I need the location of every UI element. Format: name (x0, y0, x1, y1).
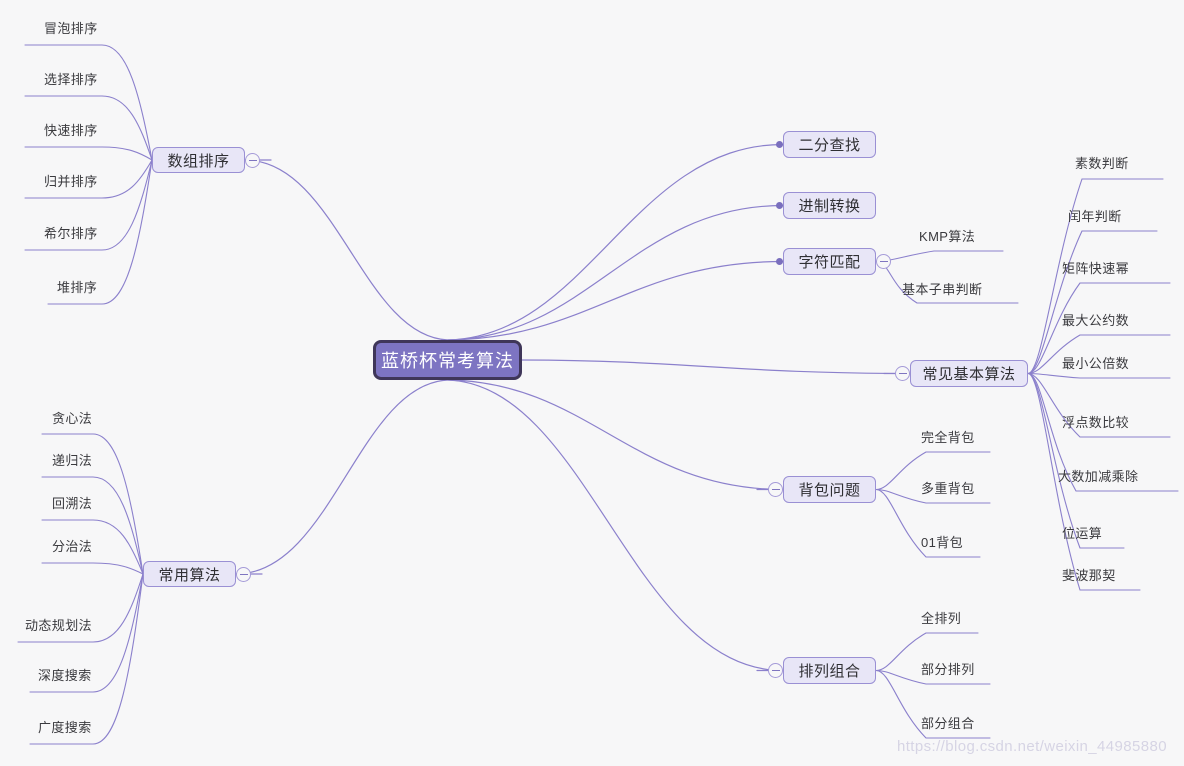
mindmap-leaf-label: 动态规划法 (25, 618, 93, 633)
mindmap-branch-label: 数组排序 (167, 152, 230, 170)
mindmap-leaf-label: 分治法 (52, 539, 93, 554)
mindmap-leaf-label: 浮点数比较 (1062, 415, 1130, 430)
mindmap-leaf-label: 冒泡排序 (44, 21, 98, 36)
mindmap-branch-string-match[interactable]: 字符匹配 (783, 248, 876, 275)
mindmap-branch-label: 字符匹配 (798, 254, 861, 271)
mindmap-branch-label: 进制转换 (798, 198, 861, 215)
collapse-toggle-icon[interactable] (245, 152, 260, 168)
mindmap-leaf-node[interactable]: KMP算法 (919, 226, 975, 245)
mindmap-leaf-node[interactable]: 贪心法 (52, 408, 92, 427)
collapse-toggle-icon[interactable] (768, 482, 783, 497)
mindmap-leaf-label: 最小公倍数 (1062, 356, 1130, 371)
mindmap-leaf-label: 斐波那契 (1062, 568, 1116, 583)
mindmap-leaf-label: 多重背包 (921, 481, 975, 496)
mindmap-leaf-node[interactable]: 堆排序 (57, 277, 97, 296)
mindmap-branch-array-sort[interactable]: 数组排序 (152, 147, 245, 173)
mindmap-leaf-node[interactable]: 深度搜索 (38, 665, 92, 684)
connector-dot-icon (776, 258, 783, 265)
mindmap-branch-label: 背包问题 (798, 482, 861, 499)
collapse-toggle-icon[interactable] (236, 566, 251, 582)
mindmap-branch-binary-search[interactable]: 二分查找 (783, 131, 876, 158)
mindmap-branch-common-algorithms[interactable]: 常用算法 (143, 561, 236, 587)
mindmap-leaf-node[interactable]: 分治法 (52, 536, 92, 555)
mindmap-leaf-node[interactable]: 闰年判断 (1068, 206, 1122, 225)
mindmap-leaf-node[interactable]: 快速排序 (44, 120, 98, 139)
mindmap-leaf-node[interactable]: 全排列 (921, 608, 961, 627)
mindmap-leaf-label: 贪心法 (52, 411, 93, 426)
mindmap-leaf-label: 广度搜索 (38, 720, 92, 735)
mindmap-root-node[interactable]: 蓝桥杯常考算法 (373, 340, 522, 380)
mindmap-leaf-label: 01背包 (921, 535, 964, 550)
mindmap-leaf-label: 素数判断 (1075, 156, 1129, 171)
mindmap-leaf-label: KMP算法 (919, 229, 976, 244)
mindmap-leaf-label: 快速排序 (44, 123, 98, 138)
mindmap-leaf-label: 归并排序 (44, 174, 98, 189)
mindmap-leaf-label: 全排列 (921, 611, 962, 626)
mindmap-branch-knapsack[interactable]: 背包问题 (783, 476, 876, 503)
mindmap-leaf-node[interactable]: 位运算 (1062, 523, 1102, 542)
mindmap-leaf-node[interactable]: 大数加减乘除 (1058, 466, 1138, 485)
connector-dot-icon (776, 202, 783, 209)
mindmap-leaf-node[interactable]: 多重背包 (921, 478, 975, 497)
mindmap-leaf-node[interactable]: 01背包 (921, 532, 963, 551)
watermark-text: https://blog.csdn.net/weixin_44985880 (897, 738, 1167, 755)
mindmap-leaf-node[interactable]: 回溯法 (52, 493, 92, 512)
mindmap-leaf-label: 最大公约数 (1062, 313, 1130, 328)
collapse-toggle-icon[interactable] (876, 254, 891, 269)
mindmap-leaf-node[interactable]: 归并排序 (44, 171, 98, 190)
mindmap-leaf-label: 回溯法 (52, 496, 93, 511)
mindmap-branch-common-basic[interactable]: 常见基本算法 (910, 360, 1028, 387)
mindmap-leaf-label: 选择排序 (44, 72, 98, 87)
mindmap-leaf-node[interactable]: 部分组合 (921, 713, 975, 732)
mindmap-leaf-label: 部分组合 (921, 716, 975, 731)
mindmap-branch-label: 常用算法 (158, 566, 221, 584)
mindmap-leaf-node[interactable]: 斐波那契 (1062, 565, 1116, 584)
mindmap-leaf-node[interactable]: 希尔排序 (44, 223, 98, 242)
connector-dot-icon (776, 141, 783, 148)
mindmap-leaf-node[interactable]: 广度搜索 (38, 717, 92, 736)
mindmap-leaf-label: 闰年判断 (1068, 209, 1122, 224)
mindmap-leaf-node[interactable]: 冒泡排序 (44, 18, 98, 37)
mindmap-leaf-label: 基本子串判断 (902, 282, 983, 297)
mindmap-branch-label: 二分查找 (798, 137, 861, 154)
mindmap-branch-permutation[interactable]: 排列组合 (783, 657, 876, 684)
mindmap-branch-label: 排列组合 (798, 663, 861, 680)
mindmap-leaf-node[interactable]: 递归法 (52, 450, 92, 469)
mindmap-leaf-label: 位运算 (1062, 526, 1103, 541)
collapse-toggle-icon[interactable] (895, 366, 910, 381)
mindmap-branch-label: 常见基本算法 (922, 366, 1016, 383)
mindmap-leaf-node[interactable]: 选择排序 (44, 69, 98, 88)
mindmap-leaf-label: 希尔排序 (44, 226, 98, 241)
mindmap-leaf-label: 完全背包 (921, 430, 975, 445)
mindmap-leaf-label: 矩阵快速幂 (1062, 261, 1130, 276)
mindmap-leaf-node[interactable]: 部分排列 (921, 659, 975, 678)
mindmap-leaf-node[interactable]: 最小公倍数 (1062, 353, 1129, 372)
mindmap-leaf-node[interactable]: 浮点数比较 (1062, 412, 1129, 431)
mindmap-leaf-node[interactable]: 素数判断 (1075, 153, 1129, 172)
mindmap-leaf-label: 大数加减乘除 (1058, 469, 1139, 484)
mindmap-branch-base-conversion[interactable]: 进制转换 (783, 192, 876, 219)
mindmap-leaf-node[interactable]: 矩阵快速幂 (1062, 258, 1129, 277)
mindmap-leaf-node[interactable]: 完全背包 (921, 427, 975, 446)
mindmap-leaf-node[interactable]: 动态规划法 (25, 615, 92, 634)
mindmap-leaf-node[interactable]: 最大公约数 (1062, 310, 1129, 329)
mindmap-leaf-label: 深度搜索 (38, 668, 92, 683)
mindmap-leaf-label: 堆排序 (57, 280, 98, 295)
mindmap-leaf-label: 部分排列 (921, 662, 975, 677)
collapse-toggle-icon[interactable] (768, 663, 783, 678)
mindmap-root-label: 蓝桥杯常考算法 (381, 351, 514, 371)
mindmap-leaf-node[interactable]: 基本子串判断 (902, 279, 982, 298)
mindmap-leaf-label: 递归法 (52, 453, 93, 468)
